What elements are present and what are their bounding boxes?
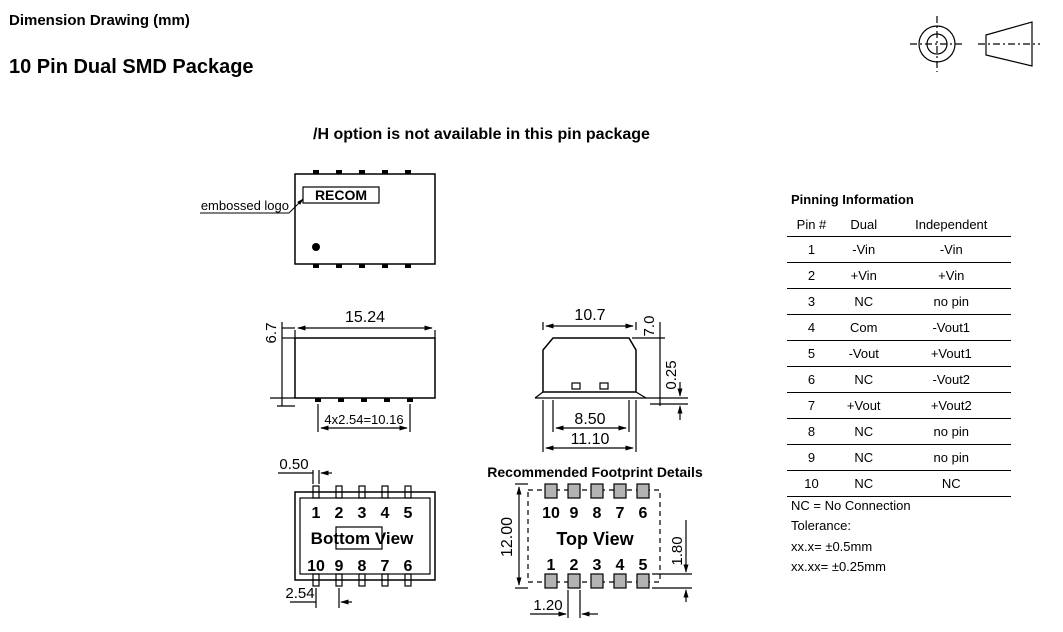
- col-dual: Dual: [835, 212, 892, 237]
- cell: -Vout: [835, 340, 892, 367]
- fp-top-pin: 8: [593, 505, 602, 522]
- embossed-logo-label: embossed logo: [201, 198, 289, 213]
- cell: -Vin: [891, 236, 1011, 263]
- cell: +Vout: [835, 392, 892, 419]
- bv-top-pin: 1: [312, 505, 321, 522]
- fp-bottom-pin: 4: [616, 557, 625, 574]
- bv-bottom-pin: 8: [358, 558, 367, 575]
- cell: NC: [835, 444, 892, 471]
- cell: no pin: [891, 288, 1011, 315]
- cell: no pin: [891, 444, 1011, 471]
- footprint-pad-height-dim: 1.80: [669, 536, 686, 565]
- table-row: 2+Vin+Vin: [787, 262, 1011, 289]
- cell: +Vout1: [891, 340, 1011, 367]
- side-view-right: [534, 322, 688, 452]
- table-row: 7+Vout+Vout2: [787, 392, 1011, 419]
- top-view-package: RECOM embossed logo: [200, 170, 436, 268]
- table-row: 1-Vin-Vin: [787, 236, 1011, 263]
- standoff-dim: 0.25: [663, 360, 680, 389]
- footprint-title: Recommended Footprint Details: [487, 464, 703, 480]
- bottom-view-package: [278, 470, 436, 608]
- footprint-drawing: [515, 483, 692, 618]
- width-dim: 10.7: [574, 307, 605, 324]
- bv-top-pin: 5: [404, 505, 413, 522]
- pinning-title: Pinning Information: [791, 192, 914, 207]
- cell: 4: [787, 314, 836, 341]
- cell: NC: [835, 288, 892, 315]
- cell: NC: [835, 418, 892, 445]
- cell: -Vout1: [891, 314, 1011, 341]
- cell: 9: [787, 444, 836, 471]
- cell: +Vin: [835, 262, 892, 289]
- footnote-tol-x: xx.x= ±0.5mm: [791, 539, 873, 554]
- top-view-label: Top View: [556, 529, 634, 549]
- col-independent: Independent: [891, 212, 1011, 237]
- pin-pitch-dim: 2.54: [285, 585, 314, 602]
- bv-top-pin: 4: [381, 505, 390, 522]
- cell: 3: [787, 288, 836, 315]
- footnote-tol-xx: xx.xx= ±0.25mm: [791, 559, 886, 574]
- pin-width-dim: 0.50: [279, 456, 308, 473]
- cell: no pin: [891, 418, 1011, 445]
- pinning-table: Pin # Dual Independent 1-Vin-Vin 2+Vin+V…: [787, 212, 1011, 497]
- cell: 8: [787, 418, 836, 445]
- cell: 5: [787, 340, 836, 367]
- cell: 10: [787, 470, 836, 497]
- cell: 6: [787, 366, 836, 393]
- length-dim: 15.24: [345, 309, 385, 326]
- option-note: /H option is not available in this pin p…: [313, 126, 650, 143]
- footnote-nc: NC = No Connection: [791, 498, 911, 513]
- logo-text: RECOM: [315, 187, 367, 203]
- col-pin: Pin #: [787, 212, 836, 237]
- fp-top-pin: 6: [639, 505, 648, 522]
- bottom-view-label: Bottom View: [311, 529, 414, 548]
- cell: -Vin: [835, 236, 892, 263]
- cell: 1: [787, 236, 836, 263]
- cell: +Vout2: [891, 392, 1011, 419]
- bv-bottom-pin: 10: [307, 558, 325, 575]
- height-left-dim: 6.7: [263, 323, 280, 344]
- bv-bottom-pin: 9: [335, 558, 344, 575]
- fp-bottom-pin: 1: [547, 557, 556, 574]
- cell: +Vin: [891, 262, 1011, 289]
- cell: NC: [835, 366, 892, 393]
- footprint-height-dim: 12.00: [499, 517, 516, 557]
- bv-bottom-pin: 7: [381, 558, 390, 575]
- projection-symbol-icon: [910, 16, 1040, 72]
- package-title: 10 Pin Dual SMD Package: [9, 56, 254, 78]
- cell: Com: [835, 314, 892, 341]
- pin1-marker: [312, 243, 320, 251]
- footprint-pad-width-dim: 1.20: [533, 597, 562, 614]
- height-right-dim: 7.0: [641, 316, 658, 337]
- bv-bottom-pin: 6: [404, 558, 413, 575]
- fp-bottom-pin: 3: [593, 557, 602, 574]
- inner-width-dim: 8.50: [574, 411, 605, 428]
- fp-top-pin: 9: [570, 505, 579, 522]
- fp-top-pin: 10: [542, 505, 560, 522]
- cell: 7: [787, 392, 836, 419]
- bv-top-pin: 2: [335, 505, 344, 522]
- cell: 2: [787, 262, 836, 289]
- fp-bottom-pin: 2: [570, 557, 579, 574]
- bv-top-pin: 3: [358, 505, 367, 522]
- fp-top-pin: 7: [616, 505, 625, 522]
- side-view-left: [270, 322, 436, 432]
- footnote-tolerance: Tolerance:: [791, 518, 851, 533]
- table-row: 5-Vout+Vout1: [787, 340, 1011, 367]
- fp-bottom-pin: 5: [639, 557, 648, 574]
- cell: NC: [835, 470, 892, 497]
- outer-width-dim: 11.10: [571, 431, 610, 448]
- table-header-row: Pin # Dual Independent: [787, 212, 1011, 237]
- cell: NC: [891, 470, 1011, 497]
- cell: -Vout2: [891, 366, 1011, 393]
- dimension-title: Dimension Drawing (mm): [9, 12, 190, 29]
- pitch-total-dim: 4x2.54=10.16: [324, 412, 403, 427]
